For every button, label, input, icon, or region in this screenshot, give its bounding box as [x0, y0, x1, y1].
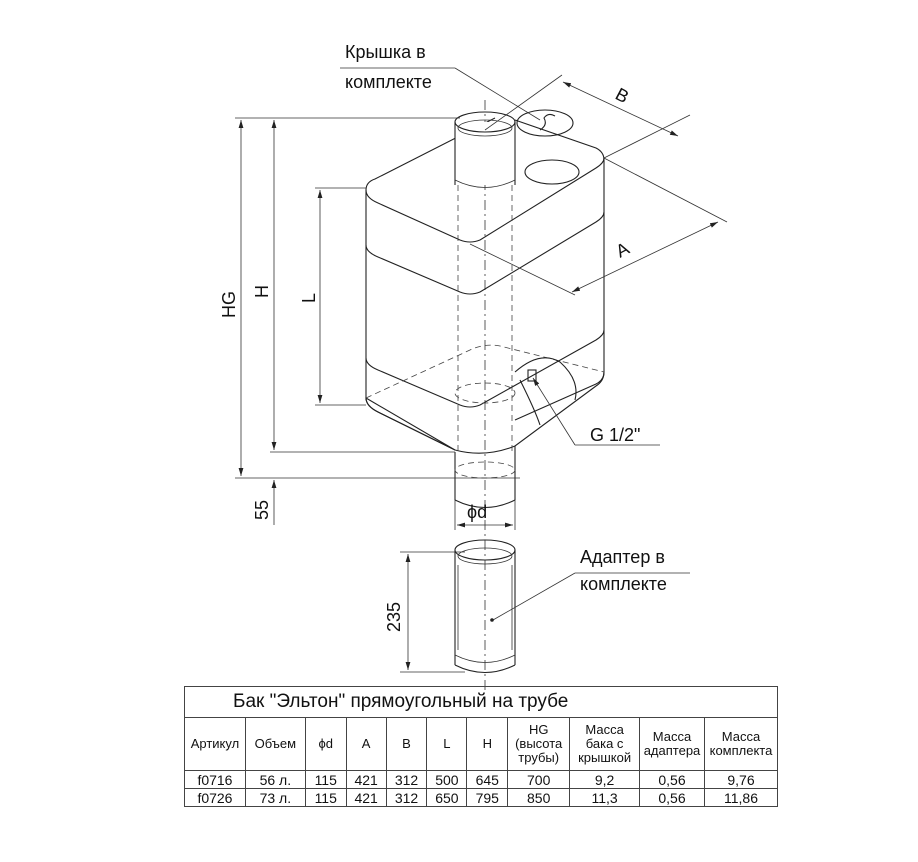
- cell: 115: [304, 788, 347, 807]
- lid-label-line1: Крышка в: [345, 42, 426, 62]
- cell: 11,86: [703, 788, 779, 807]
- dim-a-label: A: [612, 238, 632, 261]
- cell: 9,76: [703, 770, 779, 789]
- lid: [516, 109, 574, 137]
- cell: f0726: [184, 788, 246, 807]
- spec-table: Бак "Эльтон" прямоугольный на трубе Арти…: [184, 686, 779, 807]
- dim-235-label: 235: [384, 602, 404, 632]
- cell: 0,56: [639, 770, 705, 789]
- filler-hole: [524, 159, 580, 185]
- dim-l-label: L: [299, 293, 319, 303]
- bottom-pipe: [454, 446, 516, 508]
- cell: 650: [426, 788, 468, 807]
- cell: 312: [385, 788, 428, 807]
- cell: 421: [345, 788, 387, 807]
- dimension-lines: [235, 67, 728, 673]
- cell: 73 л.: [244, 788, 306, 807]
- tank-body: [365, 117, 605, 454]
- col-header: Масса бака с крышкой: [569, 717, 641, 771]
- cell: 700: [507, 770, 571, 789]
- table-header-row: Артикул Объем ϕd A B L H HG (высота труб…: [184, 717, 779, 771]
- cell: 645: [466, 770, 509, 789]
- col-header: Объем: [244, 717, 306, 771]
- cell: 312: [385, 770, 428, 789]
- col-header: L: [426, 717, 468, 771]
- top-pipe: [454, 111, 516, 455]
- table-row: f0726 73 л. 115 421 312 650 795 850 11,3…: [184, 788, 779, 807]
- col-header: Масса комплекта: [703, 717, 779, 771]
- dim-55-label: 55: [252, 500, 272, 520]
- cell: 0,56: [639, 788, 705, 807]
- adapter-label-line1: Адаптер в: [580, 547, 665, 567]
- cell: 115: [304, 770, 347, 789]
- col-header: HG (высота трубы): [507, 717, 571, 771]
- cell: 500: [426, 770, 468, 789]
- cell: 56 л.: [244, 770, 306, 789]
- col-header: B: [385, 717, 428, 771]
- cell: 11,3: [569, 788, 641, 807]
- col-header: ϕd: [304, 717, 347, 771]
- adapter: [454, 539, 516, 673]
- dim-hg-label: HG: [219, 291, 239, 318]
- dim-d-label: ϕd: [467, 502, 487, 522]
- table-title: Бак "Эльтон" прямоугольный на трубе: [184, 686, 778, 718]
- fitting-label: G 1/2": [590, 425, 640, 445]
- col-header: H: [466, 717, 509, 771]
- col-header: Масса адаптера: [639, 717, 705, 771]
- table-row: f0716 56 л. 115 421 312 500 645 700 9,2 …: [184, 770, 779, 789]
- cell: f0716: [184, 770, 246, 789]
- col-header: Артикул: [184, 717, 246, 771]
- dim-b-label: B: [612, 84, 632, 107]
- fitting: [527, 369, 537, 382]
- cell: 9,2: [569, 770, 641, 789]
- cell: 421: [345, 770, 387, 789]
- cell: 850: [507, 788, 571, 807]
- adapter-label-line2: комплекте: [580, 574, 667, 594]
- lid-label-line2: комплекте: [345, 72, 432, 92]
- col-header: A: [345, 717, 387, 771]
- dim-h-label: H: [252, 285, 272, 298]
- cell: 795: [466, 788, 509, 807]
